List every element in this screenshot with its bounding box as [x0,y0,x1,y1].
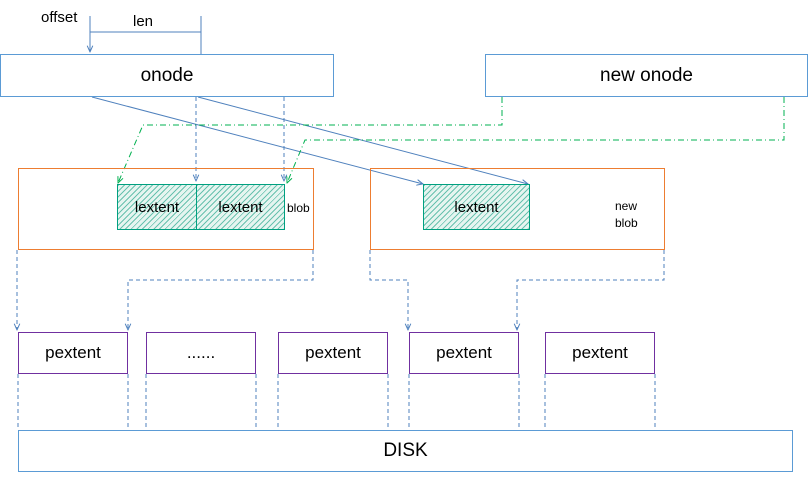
pextent-label: pextent [305,343,361,362]
new-onode-links [118,97,785,183]
pextent-label: pextent [436,343,492,362]
new-onode-label: new onode [600,64,693,86]
lextent-label: lextent [454,198,499,216]
new-blob-label-line2: blob [615,216,638,230]
disk-label: DISK [383,440,428,461]
pextent-box: pextent [545,332,655,374]
pextent-box: pextent [278,332,388,374]
blob-box [18,168,314,250]
new-lextent-box: lextent [423,184,530,230]
new-blob-label-line1: new [615,199,638,213]
pextent-box: pextent [409,332,519,374]
onode-to-lextent-links [196,97,284,181]
new-onode-box: new onode [485,54,808,97]
disk-box: DISK [18,430,793,472]
blob-label: blob [287,201,310,215]
offset-label: offset [41,9,78,26]
lextent-label: lextent [218,198,263,216]
pextent-label: ...... [186,343,216,362]
offset-len-bracket [90,16,202,54]
pextent-label: pextent [572,343,628,362]
pextent-label: pextent [45,343,101,362]
pextent-box: pextent [18,332,128,374]
lextent-box: lextent [196,184,285,230]
new-blob-box [370,168,665,250]
pextent-to-disk-links [17,374,656,430]
pextent-ellipsis-box: ...... [146,332,256,374]
lextent-box: lextent [117,184,197,230]
onode-box: onode [0,54,334,97]
blob-to-pextent-links [17,250,665,330]
len-label: len [133,13,154,30]
lextent-label: lextent [134,198,180,216]
onode-label: onode [140,64,194,86]
